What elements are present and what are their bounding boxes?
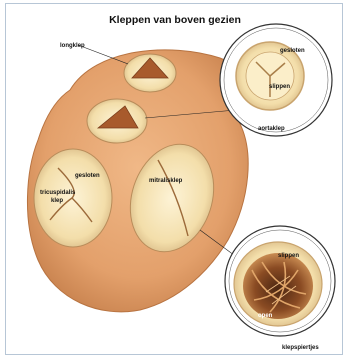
- label-aortaklep: aortaklep: [258, 126, 285, 133]
- aortic-valve: [87, 99, 147, 143]
- page-title: Kleppen van boven gezien: [0, 14, 350, 26]
- label-klepspiertjes: klepspiertjes: [282, 345, 319, 352]
- label-gesloten-left: gesloten: [75, 173, 100, 180]
- label-open: open: [258, 313, 272, 320]
- tricuspid-valve: [34, 149, 112, 247]
- aortic-valve-zoom: [220, 24, 332, 136]
- label-longklep: longklep: [60, 43, 85, 50]
- pulmonary-valve: [124, 54, 176, 92]
- label-tricuspidalis: tricuspidalis: [40, 190, 75, 197]
- label-slippen-bottom: slippen: [278, 253, 299, 260]
- label-gesloten-top: gesloten: [280, 48, 305, 55]
- label-mitralisklep: mitralisklep: [149, 178, 182, 185]
- mitral-valve-zoom: [225, 226, 335, 336]
- label-tricuspidalis-klep: klep: [51, 198, 63, 205]
- label-slippen-top: slippen: [269, 84, 290, 91]
